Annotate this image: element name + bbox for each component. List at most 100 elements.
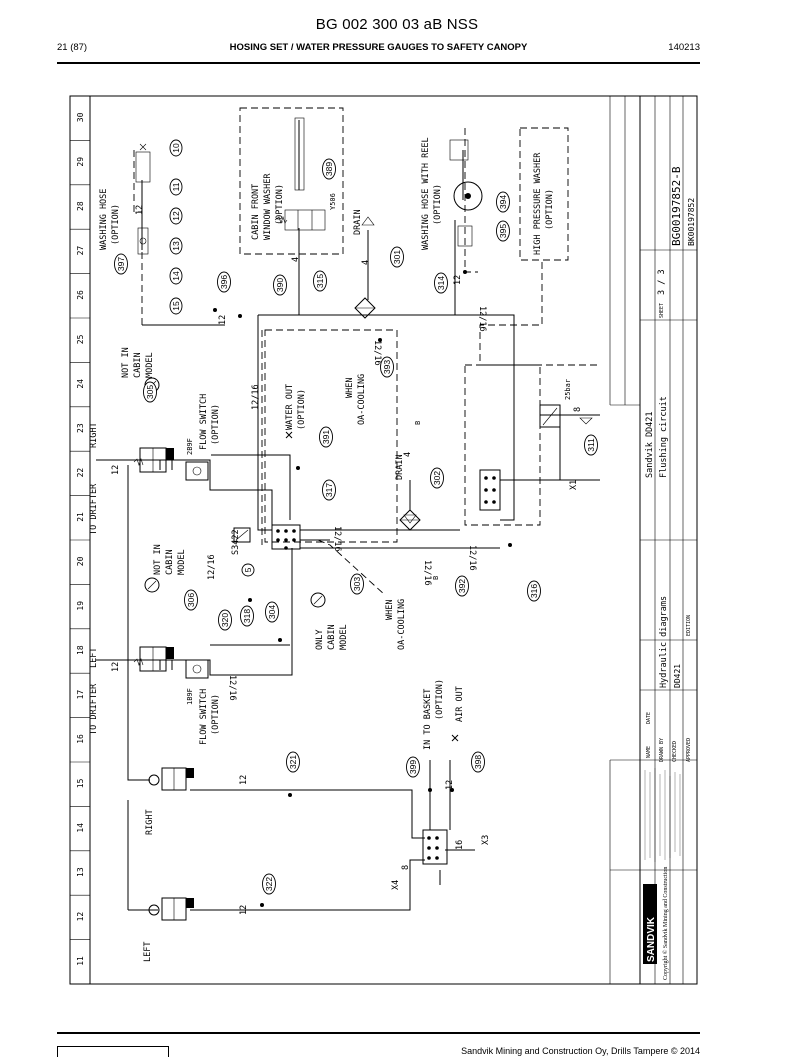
label-option-2: (OPTION)	[275, 184, 285, 225]
label-right-2: RIGHT	[89, 422, 99, 448]
size-12-16-d: 12/16	[332, 526, 342, 552]
item-bubble	[584, 434, 598, 456]
size-12-d: 12	[239, 905, 249, 915]
grid-column-label: 24	[76, 379, 85, 389]
label-to-drifter-left: TO DRIFTER	[89, 683, 99, 735]
label-option-1: (OPTION)	[111, 204, 121, 245]
item-bubble	[262, 873, 276, 895]
model-name: DD421	[673, 664, 682, 688]
size-12-a: 12	[111, 465, 121, 475]
label-water-out: WATER OUT	[285, 384, 295, 430]
grid-column-label: 15	[76, 778, 85, 788]
item-bubble	[496, 220, 510, 242]
grid-column-label: 11	[76, 956, 85, 966]
size-4-a: 4	[291, 257, 301, 262]
grid-column-label: 16	[76, 734, 85, 744]
port-b-1: B	[414, 421, 422, 425]
item-number: 390	[275, 278, 285, 292]
grid-column-label: 21	[76, 512, 85, 522]
edition-label: EDITION	[686, 615, 692, 636]
label-washing-hose: WASHING HOSE	[99, 189, 109, 250]
grid-column-label: 26	[76, 290, 85, 300]
item-bubble	[322, 158, 336, 180]
section-subtitle: HOSING SET / WATER PRESSURE GAUGES TO SA…	[229, 42, 528, 53]
date-label: DATE	[646, 712, 652, 724]
item-number: 394	[498, 195, 508, 209]
grid-column-label: 25	[76, 334, 85, 344]
item-bubble	[322, 479, 336, 501]
size-4-c: 4	[403, 452, 413, 457]
item-bubble	[406, 756, 420, 778]
item-number: 15	[171, 301, 181, 311]
item-number: 316	[529, 584, 539, 598]
grid-column-label: 20	[76, 556, 85, 566]
size-12-16-h: 12/16	[422, 560, 432, 586]
item-bubble	[471, 751, 485, 773]
label-1b9f: 1B9F	[186, 688, 194, 705]
item-number: 14	[171, 271, 181, 281]
item-bubble	[240, 605, 254, 627]
item-bubble	[434, 272, 448, 294]
grid-column-label: 19	[76, 601, 85, 611]
size-12-e: 12	[135, 205, 145, 215]
label-s3422: S3422	[231, 529, 241, 555]
item-bubble	[380, 356, 394, 378]
header-rule	[57, 62, 700, 64]
item-number: 399	[408, 760, 418, 774]
port-b-2: B	[432, 576, 440, 580]
label-flow-switch-1: FLOW SWITCH	[199, 394, 209, 450]
name-label: NAME	[646, 746, 652, 758]
label-option-3: (OPTION)	[433, 184, 443, 225]
label-left-2: LEFT	[89, 648, 99, 668]
hose-lines	[96, 120, 600, 911]
item-number: 396	[219, 275, 229, 289]
footer-rule	[57, 1032, 700, 1034]
checked-label: CHECKED	[672, 741, 678, 762]
size-8-b: 8	[573, 407, 583, 412]
label-washing-reel: WASHING HOSE WITH REEL	[421, 137, 431, 250]
label-cabin-front: CABIN FRONT	[251, 184, 261, 240]
item-bubble	[169, 139, 183, 157]
label-cabin-1: CABIN	[133, 352, 143, 378]
footer-logo	[57, 1046, 169, 1057]
label-model-2: MODEL	[177, 549, 187, 575]
item-bubble	[169, 267, 183, 285]
item-bubble	[265, 601, 279, 623]
item-number: 306	[186, 593, 196, 607]
grid-column-label: 27	[76, 246, 85, 256]
item-number: 318	[242, 609, 252, 623]
item-number: 5	[243, 567, 253, 572]
label-2b9f: 2B9F	[186, 438, 194, 455]
label-hp-washer: HIGH PRESSURE WASHER	[533, 152, 543, 255]
page-number: 21 (87)	[57, 42, 88, 53]
company-logo-text: SANDVIK	[646, 916, 657, 962]
label-drain-2: DRAIN	[395, 454, 405, 480]
circuit-name: Flushing circuit	[659, 396, 669, 478]
grid-column-label: 14	[76, 823, 85, 833]
size-12-16-f: 12/16	[372, 340, 382, 366]
footer-text: Sandvik Mining and Construction Oy, Dril…	[461, 1046, 700, 1056]
grid-column-label: 23	[76, 423, 85, 433]
size-8-a: 8	[401, 865, 411, 870]
size-12-16-b: 12/16	[207, 554, 217, 580]
item-number: 321	[288, 755, 298, 769]
size-4-b: 4	[361, 260, 371, 265]
label-to-drifter-right: TO DRIFTER	[89, 483, 99, 535]
item-number: 314	[436, 276, 446, 290]
label-oa-cooling-1: OA-COOLING	[357, 374, 367, 425]
item-number: 398	[473, 755, 483, 769]
size-12-c: 12	[239, 775, 249, 785]
item-bubble	[496, 191, 510, 213]
drawn-label: DRAWN BY	[659, 738, 665, 762]
item-bubble	[286, 751, 300, 773]
grid-column-label: 30	[76, 112, 85, 122]
item-bubble	[241, 563, 255, 577]
grid-column-label: 17	[76, 690, 85, 700]
label-window-washer: WINDOW WASHER	[263, 173, 273, 240]
label-y506: Y506	[329, 193, 337, 210]
size-12-f: 12	[218, 315, 228, 325]
label-model-3: MODEL	[339, 624, 349, 650]
diagram-name: Hydraulic diagrams	[659, 596, 669, 688]
